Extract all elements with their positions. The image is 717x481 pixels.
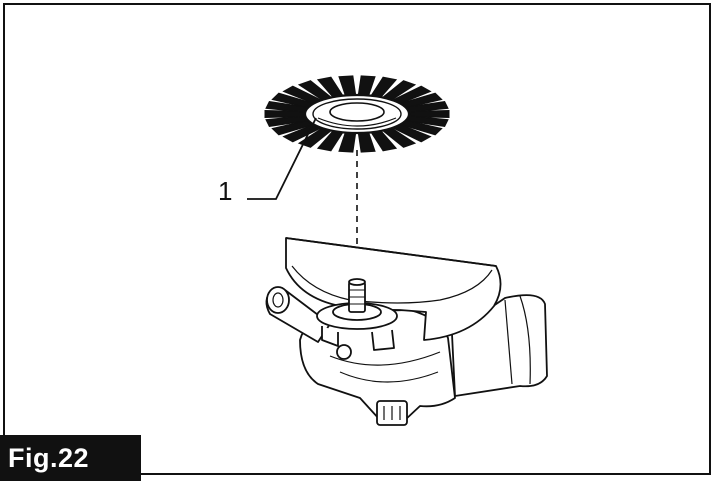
figure-label: Fig.22 — [0, 435, 141, 481]
callout-leader-line — [247, 117, 317, 200]
callout-number: 1 — [218, 176, 233, 206]
brush-bristles — [264, 75, 450, 153]
wire-wheel-brush-icon — [264, 75, 450, 153]
angle-grinder-icon — [265, 237, 548, 426]
